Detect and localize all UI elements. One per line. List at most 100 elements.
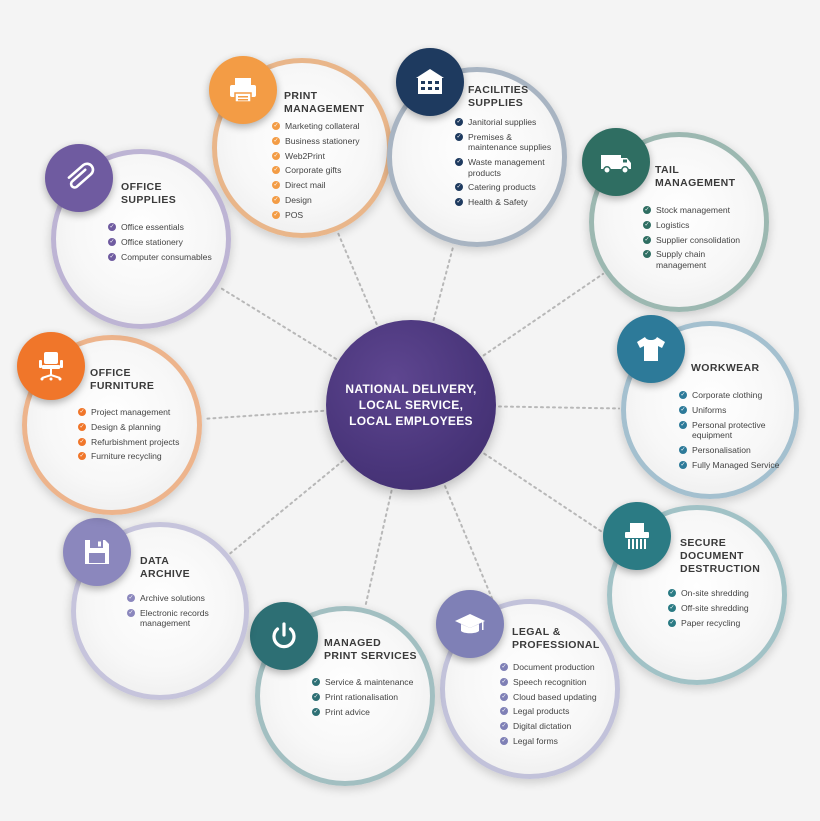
list-item-label: Stock management	[656, 205, 731, 215]
list-item-label: Fully Managed Service	[692, 459, 780, 470]
list-item: ✓Logistics	[643, 220, 755, 231]
list-item-label: Supply chain management	[656, 249, 707, 270]
list-item: ✓Premises & maintenance supplies	[455, 132, 553, 153]
list-item: ✓ Janitorial supplies	[455, 117, 553, 128]
service-title-line: WORKWEAR	[691, 362, 760, 374]
service-item-list: ✓ Archive solutions ✓Electronic records ma…	[127, 593, 235, 633]
list-item-label: Archive solutions	[140, 593, 205, 603]
list-item: ✓Supplier consolidation	[643, 235, 755, 246]
list-item: ✓Catering products	[455, 182, 553, 193]
check-icon: ✓	[643, 206, 651, 214]
check-icon: ✓	[312, 692, 320, 701]
service-title-line: FACILITIES	[468, 84, 529, 96]
tshirt-icon	[617, 315, 685, 383]
list-item: ✓ Print rationalisation	[312, 692, 421, 703]
list-item-label: Corporate gifts	[285, 165, 342, 176]
list-item: ✓Paper recycling	[668, 618, 773, 629]
list-item: ✓Document production	[500, 662, 606, 673]
check-icon: ✓	[679, 420, 687, 429]
connector-line	[497, 405, 621, 410]
list-item-label: Computer consumables	[121, 251, 212, 262]
list-item: ✓ Supply chain management	[643, 249, 755, 270]
list-item: ✓Office stationery	[108, 237, 217, 248]
check-icon: ✓	[668, 589, 676, 597]
list-item-label: Corporate clothing	[692, 390, 763, 400]
connector-line	[432, 244, 455, 321]
list-item: ✓ Computer consumables	[108, 252, 217, 263]
list-item: ✓Digital dictation	[500, 721, 606, 732]
list-item: ✓Business stationery	[272, 136, 378, 147]
list-item-label: Document production	[513, 662, 595, 672]
list-item: ✓Personalisation	[679, 445, 785, 456]
list-item-label: Catering products	[468, 182, 536, 193]
check-icon: ✓	[643, 250, 651, 259]
check-icon: ✓	[272, 195, 280, 204]
list-item-label: Digital dictation	[513, 721, 572, 732]
center-line: LOCAL SERVICE,	[358, 398, 464, 412]
check-icon: ✓	[108, 237, 116, 246]
list-item-label: Refurbishment projects	[91, 436, 180, 447]
check-icon: ✓	[679, 445, 687, 454]
center-line: LOCAL EMPLOYEES	[349, 414, 473, 428]
check-icon: ✓	[312, 707, 320, 716]
list-item: ✓ Design & planning	[78, 422, 188, 433]
list-item: ✓Direct mail	[272, 180, 378, 191]
list-item-label: Health & Safety	[468, 197, 528, 208]
service-item-list: ✓Service & maintenance✓Print rationalisa…	[312, 677, 421, 721]
check-icon: ✓	[78, 408, 86, 416]
list-item: ✓Legal products	[500, 706, 606, 717]
list-item-label: POS	[285, 209, 304, 220]
list-item-label: Design & planning	[91, 421, 161, 432]
list-item-label: Print rationalisation	[325, 691, 399, 702]
list-item-label: Print advice	[325, 706, 370, 717]
list-item-label: On-site shredding	[681, 588, 749, 598]
list-item-label: Paper recycling	[681, 617, 741, 628]
list-item: ✓ Stock management	[643, 205, 755, 216]
service-title-line: OFFICE	[121, 181, 162, 193]
list-item: ✓Project management	[78, 407, 188, 418]
office-chair-icon	[17, 332, 85, 400]
check-icon: ✓	[127, 594, 135, 602]
check-icon: ✓	[108, 252, 116, 261]
service-title-line: ARCHIVE	[140, 568, 191, 580]
list-item-label: Off-site shredding	[681, 602, 749, 613]
check-icon: ✓	[455, 198, 463, 207]
service-title-line: PRINT	[284, 90, 318, 102]
shredder-icon	[603, 502, 671, 570]
list-item: ✓ Print advice	[312, 707, 421, 718]
service-title-line: SUPPLIES	[468, 97, 524, 109]
check-icon: ✓	[127, 608, 135, 617]
connector-line	[229, 459, 344, 555]
building-icon	[396, 48, 464, 116]
check-icon: ✓	[455, 118, 463, 126]
list-item-label: Direct mail	[285, 180, 326, 191]
service-item-list: ✓ Stock management ✓Logistics ✓Supplier con…	[643, 205, 755, 275]
service-item-list: ✓Project management✓Design & planning✓Re…	[78, 407, 188, 466]
list-item-label: Janitorial supplies	[468, 117, 537, 127]
check-icon: ✓	[272, 136, 280, 145]
list-item: ✓ Health & Safety	[455, 197, 553, 208]
list-item: ✓Electronic records management	[127, 608, 235, 629]
list-item-label: Legal forms	[513, 735, 558, 746]
check-icon: ✓	[643, 220, 651, 229]
list-item-label: Uniforms	[692, 404, 727, 415]
check-icon: ✓	[500, 677, 508, 686]
service-title-line: SECURE	[680, 537, 727, 549]
list-item: ✓Refurbishment projects	[78, 437, 188, 448]
service-title-line: TAIL	[655, 164, 680, 176]
paperclip-icon	[45, 144, 113, 212]
van-icon	[582, 128, 650, 196]
list-item: ✓Off-site shredding	[668, 603, 773, 614]
list-item: ✓Cloud based updating	[500, 692, 606, 703]
check-icon: ✓	[500, 692, 508, 701]
list-item-label: Premises & maintenance supplies	[468, 131, 552, 153]
check-icon: ✓	[78, 422, 86, 431]
list-item: ✓POS	[272, 210, 378, 221]
list-item-label: Waste management products	[468, 157, 545, 178]
check-icon: ✓	[679, 405, 687, 414]
